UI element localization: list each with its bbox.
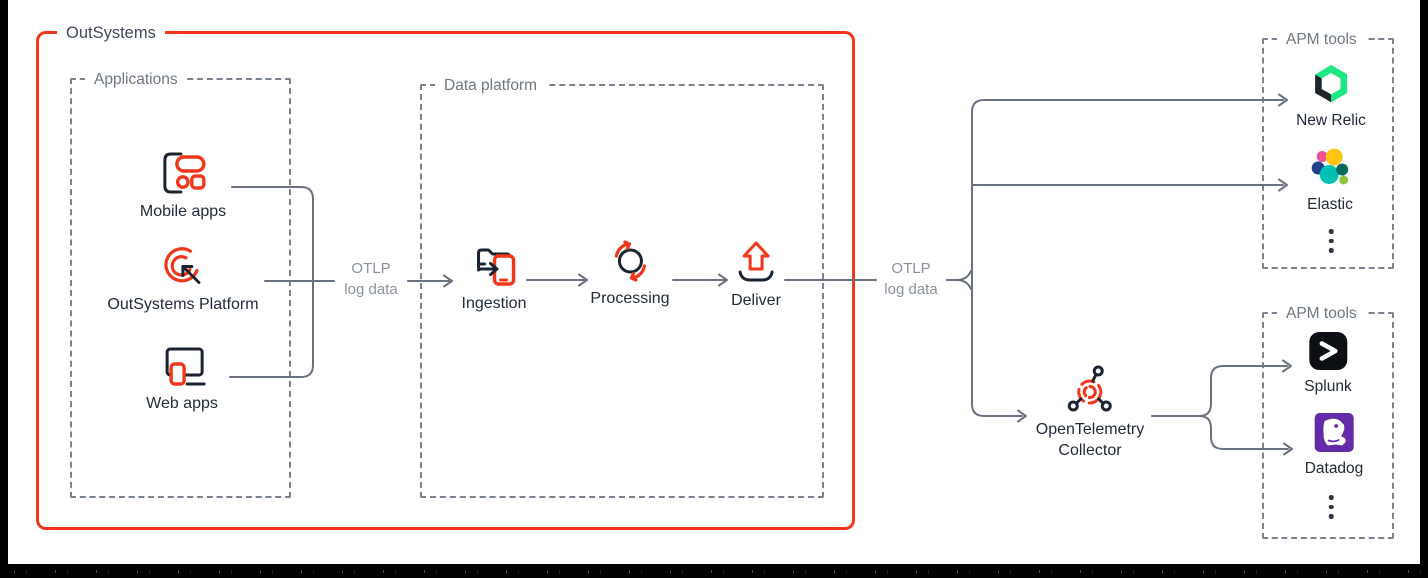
connector-collector-datadog <box>1198 415 1289 450</box>
node-outsystems-platform: OutSystems Platform <box>107 245 259 315</box>
new-relic-icon <box>1314 65 1347 103</box>
connector-collector-splunk <box>1151 365 1288 417</box>
outsystems-group-label: OutSystems <box>57 22 165 44</box>
apm-tools-top-box: APM tools <box>1262 29 1394 269</box>
node-mobile-apps: Mobile apps <box>140 150 226 222</box>
apm-tools-top-label: APM tools <box>1277 29 1366 51</box>
node-datadog: Datadog <box>1304 412 1364 479</box>
outsystems-platform-icon <box>164 247 200 284</box>
datadog-label: Datadog <box>1304 460 1364 477</box>
arrowhead-elastic <box>1278 178 1288 192</box>
node-deliver: Deliver <box>731 239 781 311</box>
node-splunk: Splunk <box>1304 331 1352 397</box>
web-apps-icon <box>165 347 206 386</box>
node-opentelemetry-collector: OpenTelemetry Collector <box>1035 364 1145 461</box>
opentelemetry-icon <box>1068 365 1112 412</box>
arrowhead-datadog <box>1283 442 1293 456</box>
apm-tools-bottom-label: APM tools <box>1277 303 1366 325</box>
connector-branch-spine <box>971 99 1284 417</box>
applications-group-box: Applications <box>70 69 291 498</box>
arrowhead-collector <box>1017 409 1027 423</box>
mobile-apps-label: Mobile apps <box>139 203 227 220</box>
processing-label: Processing <box>590 290 670 307</box>
applications-group-label: Applications <box>85 69 187 91</box>
processing-icon <box>614 240 646 282</box>
node-elastic: Elastic <box>1307 147 1353 215</box>
mobile-apps-icon <box>163 152 206 194</box>
more-tools-ellipsis-top <box>1328 229 1334 253</box>
otlp-log-data-label-right: OTLP log data <box>884 260 938 298</box>
connector-otlp-split-up <box>946 270 972 281</box>
arrowhead-deliver <box>718 273 728 287</box>
arrowhead-new-relic <box>1278 93 1288 107</box>
outsystems-platform-label: OutSystems Platform <box>107 296 259 313</box>
film-grain <box>0 570 1428 573</box>
data-platform-group-label: Data platform <box>435 75 547 97</box>
frame-left-strip <box>0 0 8 578</box>
arrowhead-splunk <box>1282 359 1292 373</box>
otlp-log-data-label-left: OTLP log data <box>344 260 398 298</box>
opentelemetry-collector-label: OpenTelemetry Collector <box>1035 421 1145 459</box>
datadog-icon <box>1314 413 1354 452</box>
arrowhead-ingestion <box>443 274 453 288</box>
frame-right-strip <box>1420 0 1428 578</box>
new-relic-label: New Relic <box>1296 112 1366 129</box>
deliver-label: Deliver <box>731 292 781 309</box>
node-new-relic: New Relic <box>1296 63 1366 131</box>
splunk-icon <box>1309 332 1347 370</box>
arrowhead-processing <box>578 273 588 287</box>
node-ingestion: Ingestion <box>461 242 527 314</box>
node-processing: Processing <box>590 237 670 309</box>
splunk-label: Splunk <box>1304 378 1352 395</box>
ingestion-icon <box>477 248 516 286</box>
ingestion-label: Ingestion <box>461 295 527 312</box>
web-apps-label: Web apps <box>146 395 218 412</box>
elastic-icon <box>1311 148 1348 185</box>
deliver-icon <box>738 241 774 282</box>
frame-bottom-strip <box>0 564 1428 578</box>
data-platform-group-box: Data platform <box>420 75 824 498</box>
apm-tools-bottom-box: APM tools <box>1262 303 1394 539</box>
node-web-apps: Web apps <box>146 344 218 414</box>
connector-otlp-split-down <box>956 279 972 290</box>
more-tools-ellipsis-bottom <box>1328 495 1334 519</box>
elastic-label: Elastic <box>1307 196 1353 213</box>
